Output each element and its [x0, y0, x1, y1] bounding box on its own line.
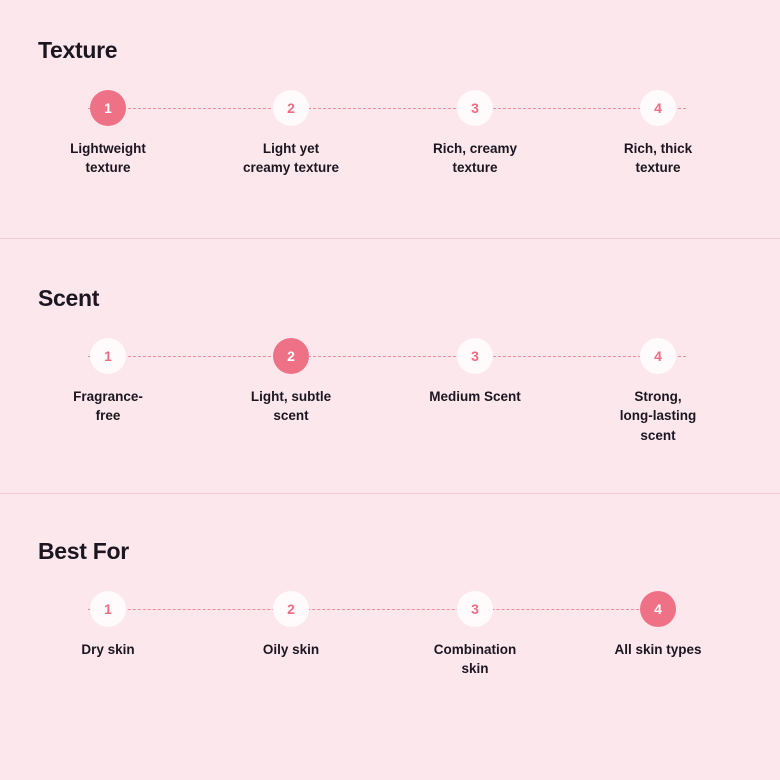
step-label: Strong, long-lasting scent	[619, 389, 697, 443]
section-divider	[0, 238, 780, 239]
step-track: 1 Fragrance- free 2 Light, subtle scent …	[0, 338, 780, 478]
step-label: Combination skin	[433, 642, 517, 677]
section-best-for: Best For 1 Dry skin 2 Oily skin 3 Combin…	[0, 494, 780, 780]
section-title: Scent	[38, 285, 100, 311]
section-title: Texture	[38, 37, 118, 63]
step-label: Light yet creamy texture	[242, 141, 340, 176]
step-bubble[interactable]: 4	[640, 591, 676, 628]
step-item[interactable]: 1 Fragrance- free	[23, 338, 193, 425]
step-bubble[interactable]: 3	[457, 338, 493, 375]
step-bubble[interactable]: 1	[90, 591, 126, 628]
progress-dashed-line	[88, 108, 686, 110]
step-bubble[interactable]: 2	[273, 90, 309, 127]
step-track: 1 Lightweight texture 2 Light yet creamy…	[0, 90, 780, 210]
step-item[interactable]: 4 Rich, thick texture	[573, 90, 743, 177]
step-label: Rich, creamy texture	[432, 141, 518, 176]
step-item[interactable]: 4 All skin types	[573, 591, 743, 659]
step-label: Dry skin	[81, 642, 135, 658]
section-title: Best For	[38, 538, 129, 564]
step-item[interactable]: 2 Oily skin	[206, 591, 376, 659]
step-bubble[interactable]: 4	[640, 90, 676, 127]
section-texture: Texture 1 Lightweight texture 2 Light ye…	[0, 0, 780, 239]
step-label: Fragrance- free	[73, 389, 143, 424]
step-item[interactable]: 1 Lightweight texture	[23, 90, 193, 177]
step-bubble[interactable]: 2	[273, 591, 309, 628]
step-bubble[interactable]: 1	[90, 338, 126, 375]
step-item[interactable]: 2 Light yet creamy texture	[206, 90, 376, 177]
step-bubble[interactable]: 4	[640, 338, 676, 375]
progress-dashed-line	[88, 356, 686, 358]
step-item[interactable]: 1 Dry skin	[23, 591, 193, 659]
step-item[interactable]: 3 Combination skin	[390, 591, 560, 678]
step-label: Oily skin	[262, 642, 320, 658]
section-scent: Scent 1 Fragrance- free 2 Light, subtle …	[0, 239, 780, 494]
progress-dashed-line	[88, 609, 644, 611]
step-item[interactable]: 3 Medium Scent	[390, 338, 560, 406]
step-item[interactable]: 4 Strong, long-lasting scent	[573, 338, 743, 444]
section-divider	[0, 493, 780, 494]
step-track: 1 Dry skin 2 Oily skin 3 Combination ski…	[0, 591, 780, 711]
step-bubble[interactable]: 3	[457, 90, 493, 127]
step-label: Light, subtle scent	[250, 389, 332, 424]
step-label: All skin types	[614, 642, 702, 658]
step-bubble[interactable]: 1	[90, 90, 126, 127]
step-item[interactable]: 2 Light, subtle scent	[206, 338, 376, 425]
step-bubble[interactable]: 3	[457, 591, 493, 628]
step-label: Lightweight texture	[70, 141, 146, 176]
step-label: Medium Scent	[429, 389, 521, 405]
step-label: Rich, thick texture	[623, 141, 693, 176]
step-bubble[interactable]: 2	[273, 338, 309, 375]
step-item[interactable]: 3 Rich, creamy texture	[390, 90, 560, 177]
